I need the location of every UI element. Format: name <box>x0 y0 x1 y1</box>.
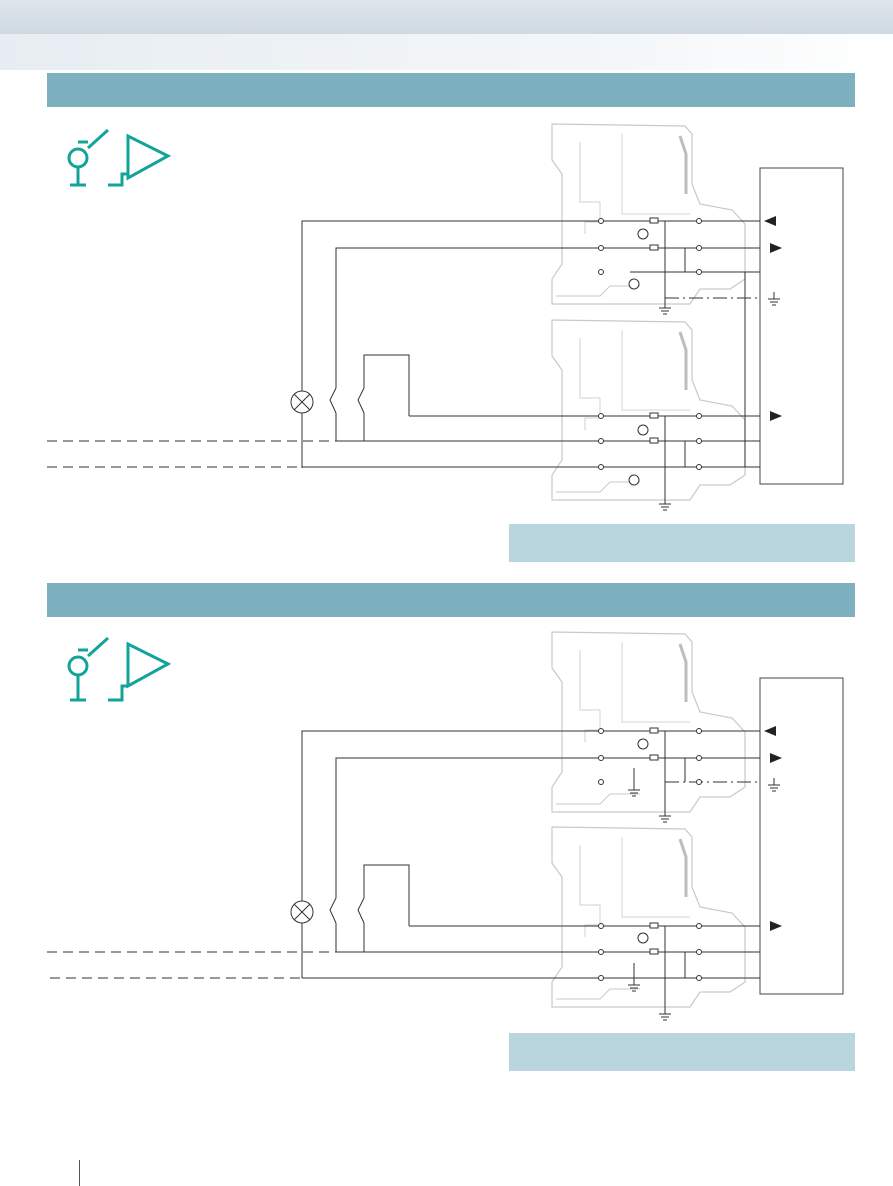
section-header <box>47 73 855 107</box>
control-box <box>759 677 844 995</box>
indicator-lamp <box>290 900 314 924</box>
protection-module-bottom <box>550 318 747 502</box>
protection-module-bottom <box>550 825 747 1009</box>
signal-arrows <box>764 726 782 931</box>
section-header <box>47 583 855 617</box>
figure-caption <box>509 524 855 562</box>
wiring-diagram-1 <box>47 122 844 511</box>
indicator-lamp <box>290 390 314 414</box>
sensor-amplifier-icon <box>67 128 172 187</box>
protection-module-top <box>550 630 747 814</box>
sub-banner <box>0 34 893 70</box>
top-banner <box>0 0 893 34</box>
figure-caption <box>509 1033 855 1071</box>
control-box <box>759 167 844 485</box>
protection-module-top <box>550 122 747 306</box>
terminal-contacts <box>598 217 702 486</box>
footer-divider <box>79 1160 80 1186</box>
sensor-amplifier-icon <box>67 636 172 702</box>
signal-arrows <box>764 216 782 421</box>
wiring-diagram-2 <box>47 630 844 1021</box>
terminal-contacts <box>598 727 702 981</box>
